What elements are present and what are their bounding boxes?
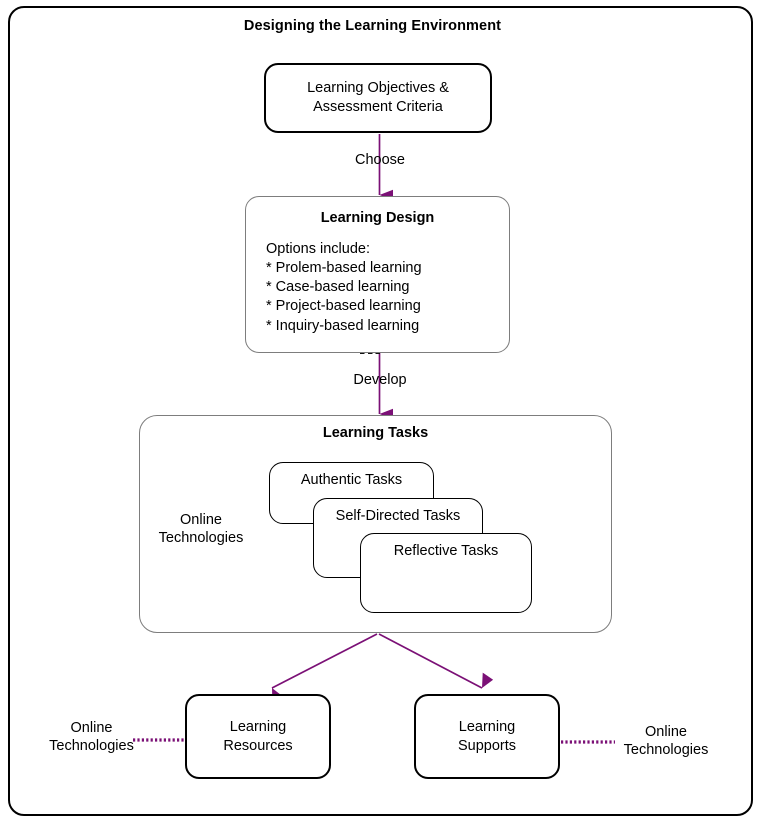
label-online-technologies-left: Online Technologies bbox=[49, 720, 134, 755]
node-learning-supports[interactable]: Learning Supports bbox=[414, 694, 560, 779]
node-learning-tasks-title: Learning Tasks bbox=[322, 425, 429, 441]
node-learning-design-title: Learning Design bbox=[320, 210, 435, 226]
label-online-technologies-right: Online Technologies bbox=[623, 724, 709, 759]
node-learning-resources[interactable]: Learning Resources bbox=[185, 694, 331, 779]
task-card-reflective-label: Reflective Tasks bbox=[393, 543, 499, 559]
edge-label-develop: Develop bbox=[353, 372, 407, 388]
label-online-technologies-tasks: Online Technologies bbox=[158, 512, 244, 547]
edge-label-choose: Choose bbox=[355, 152, 405, 168]
node-learning-objectives-label: Learning Objectives & Assessment Criteri… bbox=[307, 80, 449, 115]
page-title: Designing the Learning Environment bbox=[243, 18, 502, 34]
node-learning-design-options: Options include: * Prolem-based learning… bbox=[266, 240, 422, 334]
node-learning-resources-label: Learning Resources bbox=[223, 718, 293, 754]
task-card-self-directed-label: Self-Directed Tasks bbox=[335, 508, 461, 524]
node-learning-design[interactable]: Learning Design Options include: * Prole… bbox=[245, 196, 510, 353]
node-learning-supports-label: Learning Supports bbox=[457, 718, 517, 754]
task-card-reflective[interactable]: Reflective Tasks bbox=[360, 533, 532, 613]
task-card-authentic-label: Authentic Tasks bbox=[300, 472, 403, 488]
node-learning-objectives[interactable]: Learning Objectives & Assessment Criteri… bbox=[264, 63, 492, 133]
